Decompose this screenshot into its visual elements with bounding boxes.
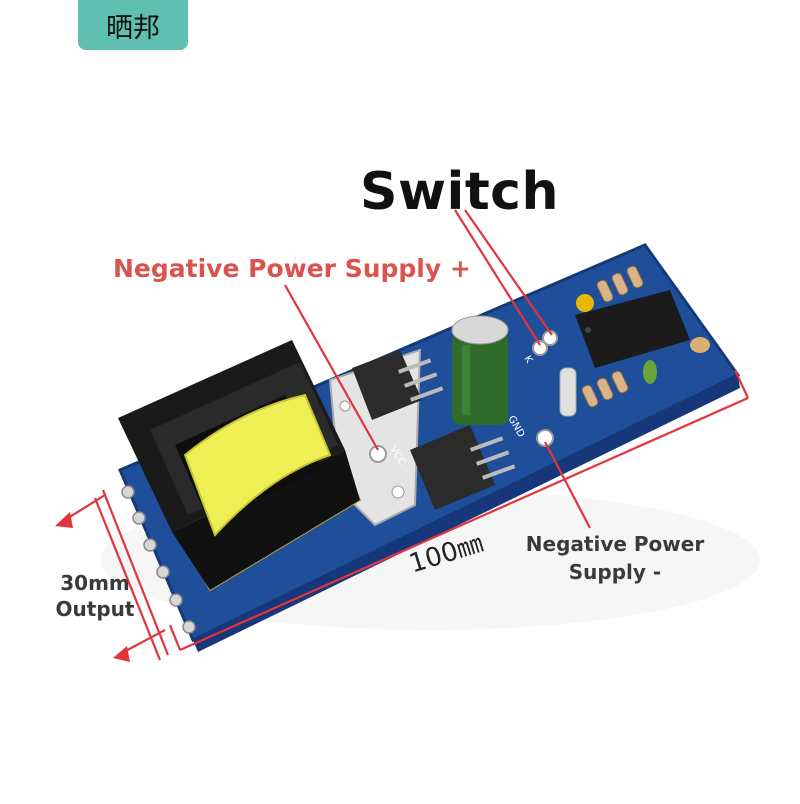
switch-label: Switch (360, 162, 560, 222)
vcc-pad (369, 445, 387, 463)
negative-minus-line1: Negative Power (525, 532, 705, 556)
output-label: 30mm Output (50, 570, 140, 622)
gnd-pad (536, 429, 554, 447)
diode (690, 337, 710, 353)
annotation-lines (59, 209, 749, 661)
dimension-arrowheads (55, 512, 130, 662)
switch-pad-1 (532, 340, 548, 356)
silk-k: K (521, 354, 534, 366)
mosfet-bottom (410, 425, 516, 510)
negative-minus-line2: Supply - (568, 560, 662, 584)
width-dimension: 30mm (60, 571, 130, 595)
electrolytic-capacitor (451, 315, 509, 425)
green-component (643, 360, 657, 384)
negative-minus-label: Negative Power Supply - (520, 530, 710, 586)
negative-plus-label: Negative Power Supply + (113, 254, 471, 283)
transformer (118, 340, 362, 592)
mosfet-top (352, 350, 444, 420)
output-text: Output (55, 597, 135, 621)
mount-hole (391, 485, 405, 499)
yellow-capacitor (576, 294, 594, 312)
led (559, 367, 577, 417)
corner-hole (339, 400, 351, 412)
brand-badge: 晒邦 (78, 0, 188, 50)
ic-chip (575, 290, 690, 368)
output-pins (121, 485, 196, 634)
resistor-row (581, 265, 644, 408)
transformer-tape (183, 393, 332, 537)
